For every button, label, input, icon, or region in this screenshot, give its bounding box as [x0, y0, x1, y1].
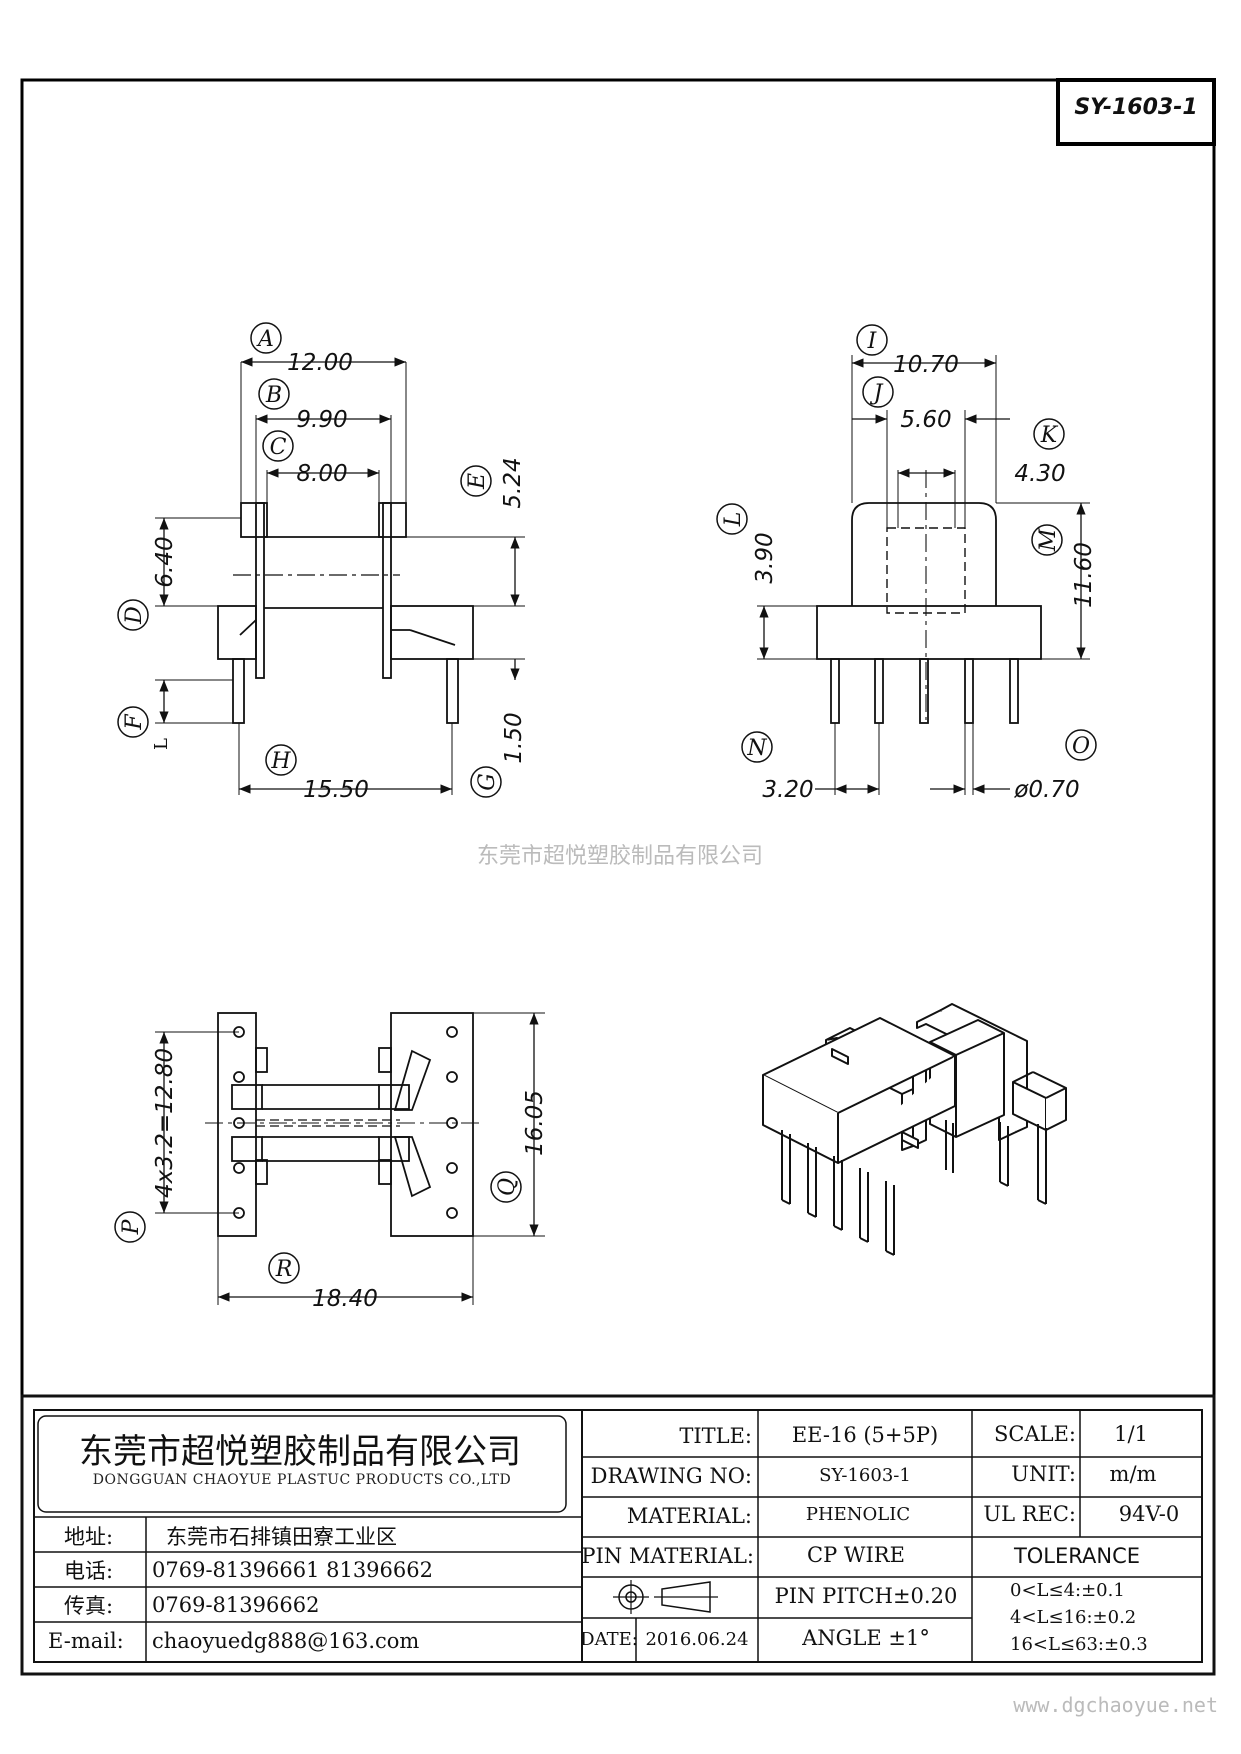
title-block — [20, 1394, 1216, 1676]
company-name-cn: 东莞市超悦塑胶制品有限公司 — [79, 1432, 521, 1472]
pin-pitch: PIN PITCH±0.20 — [775, 1584, 958, 1608]
dim-tag-g: G — [475, 773, 500, 791]
dim-tag-e: E — [465, 473, 490, 490]
company-name-en: DONGGUAN CHAOYUE PLASTUC PRODUCTS CO.,LT… — [93, 1472, 511, 1488]
dim-value-o: ø0.70 — [1013, 777, 1079, 803]
pin-material-value: CP WIRE — [807, 1543, 905, 1567]
ul-rec-label: UL REC: — [983, 1502, 1076, 1526]
date-value: 2016.06.24 — [645, 1629, 748, 1650]
email-label: E-mail: — [48, 1629, 124, 1653]
material-value: PHENOLIC — [806, 1504, 910, 1525]
scale-label: SCALE: — [994, 1422, 1076, 1446]
website-url: www.dgchaoyue.net — [1013, 1693, 1218, 1717]
dim-tag-o: O — [1072, 734, 1090, 759]
front-view-dimension-lines — [159, 357, 520, 794]
bottom-view-labels: 4x3.2=12.80 P 16.05 Q R 18.40 — [114, 1048, 548, 1312]
tolerance-line-1: 0<L≤4:±0.1 — [1010, 1580, 1125, 1601]
dim-tag-j: J — [870, 381, 884, 406]
side-view-labels: I 10.70 J 5.60 K 4.30 L 3.90 M 11.60 N 3… — [716, 324, 1097, 803]
phone-label: 电话: — [64, 1559, 113, 1583]
dim-tag-r: R — [275, 1257, 293, 1282]
dim-value-d: 6.40 — [152, 536, 178, 587]
title-label: TITLE: — [679, 1424, 752, 1448]
dim-tag-c: C — [270, 435, 287, 460]
dim-tag-l: L — [721, 512, 746, 528]
dim-tag-d: D — [122, 606, 147, 625]
dim-tag-i: I — [867, 329, 878, 354]
pin-material-label: PIN MATERIAL: — [581, 1544, 754, 1568]
title-block-text: 东莞市超悦塑胶制品有限公司 DONGGUAN CHAOYUE PLASTUC P… — [48, 1422, 1179, 1655]
tolerance-line-2: 4<L≤16:±0.2 — [1010, 1607, 1136, 1628]
dim-tag-h: H — [270, 749, 291, 774]
dim-value-q: 16.05 — [522, 1090, 548, 1156]
unit-label: UNIT: — [1011, 1462, 1076, 1486]
unit-value: m/m — [1110, 1462, 1157, 1486]
scale-value: 1/1 — [1114, 1422, 1148, 1446]
dim-value-j: 5.60 — [900, 407, 951, 433]
front-view-labels: A 12.00 B 9.90 C 8.00 D 6.40 E 5.24 F L … — [117, 322, 527, 803]
drawing-code: SY-1603-1 — [1074, 95, 1197, 120]
tolerance-line-3: 16<L≤63:±0.3 — [1010, 1634, 1148, 1655]
dim-value-p: 4x3.2=12.80 — [152, 1048, 178, 1198]
dim-value-a: 12.00 — [287, 350, 353, 376]
dim-tag-k: K — [1040, 423, 1059, 448]
dim-value-e: 5.24 — [500, 457, 526, 508]
dim-tag-a: A — [256, 327, 274, 352]
front-view — [155, 362, 525, 795]
dim-tag-p: P — [119, 1218, 144, 1235]
dim-value-m: 11.60 — [1071, 542, 1097, 608]
dim-tag-n: N — [746, 736, 767, 761]
dim-value-f: L — [151, 738, 172, 750]
email-value: chaoyuedg888@163.com — [152, 1629, 419, 1653]
isometric-pins — [781, 1120, 1047, 1256]
fax-label: 传真: — [64, 1594, 113, 1618]
side-view-dimension-lines — [759, 358, 1086, 794]
drawing-no-label: DRAWING NO: — [591, 1464, 752, 1488]
dim-value-i: 10.70 — [893, 352, 959, 378]
title-value: EE-16 (5+5P) — [792, 1423, 938, 1447]
side-view — [757, 355, 1090, 795]
fax-value: 0769-81396662 — [152, 1593, 319, 1617]
dim-tag-f: F — [122, 714, 147, 731]
dim-value-h: 15.50 — [303, 777, 369, 803]
dim-value-l: 3.90 — [752, 532, 778, 583]
address-value: 东莞市石排镇田寮工业区 — [166, 1525, 397, 1549]
date-label: DATE: — [580, 1629, 638, 1650]
dim-value-c: 8.00 — [296, 461, 347, 487]
angle-tolerance: ANGLE ±1° — [801, 1626, 930, 1650]
drawing-no-value: SY-1603-1 — [819, 1465, 911, 1486]
phone-value: 0769-81396661 81396662 — [152, 1558, 433, 1582]
dim-value-b: 9.90 — [296, 407, 347, 433]
material-label: MATERIAL: — [627, 1504, 752, 1528]
bottom-view — [155, 1012, 545, 1305]
isometric-view — [762, 1003, 1067, 1164]
bottom-view-dimension-lines — [159, 1013, 539, 1302]
address-label: 地址: — [64, 1525, 113, 1549]
drawing-code-box — [1056, 78, 1216, 146]
tolerance-label: TOLERANCE — [1013, 1544, 1140, 1568]
dim-value-k: 4.30 — [1014, 461, 1065, 487]
dim-value-n: 3.20 — [762, 777, 813, 803]
dim-tag-b: B — [265, 383, 282, 408]
watermark-text: 东莞市超悦塑胶制品有限公司 — [477, 844, 763, 869]
dim-tag-m: M — [1036, 528, 1061, 552]
dim-tag-q: Q — [495, 1178, 520, 1196]
dim-value-g: 1.50 — [501, 712, 527, 763]
ul-rec-value: 94V-0 — [1119, 1502, 1179, 1526]
dim-value-r: 18.40 — [312, 1286, 378, 1312]
